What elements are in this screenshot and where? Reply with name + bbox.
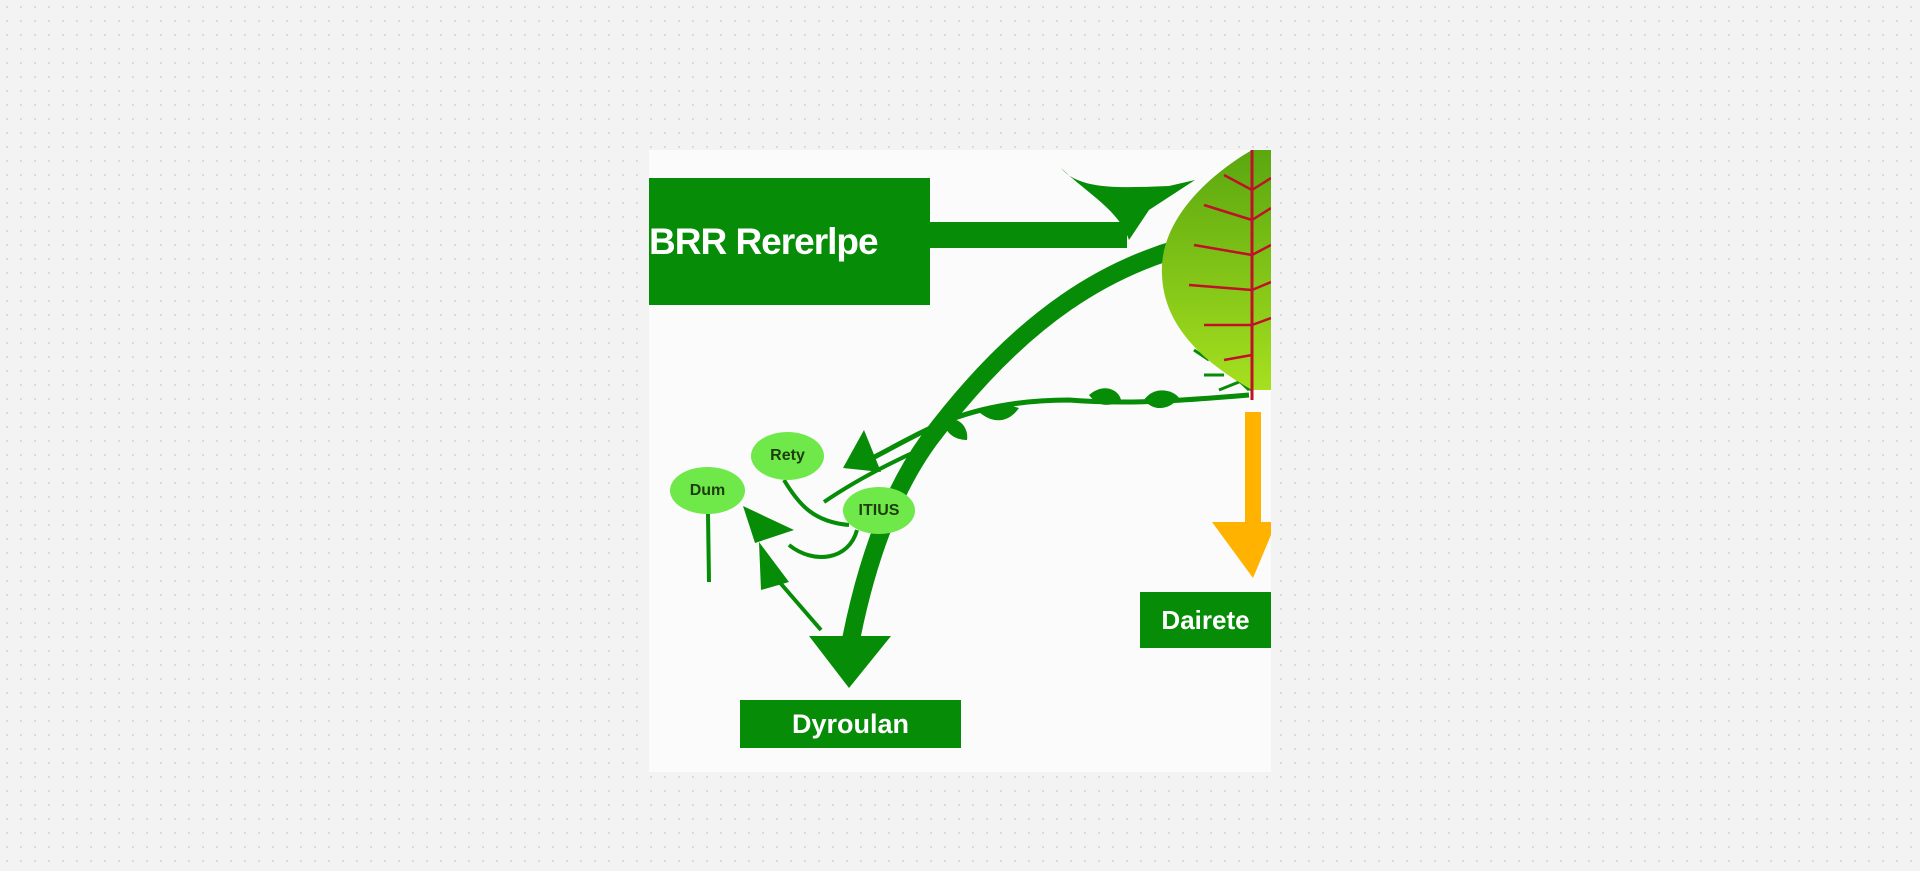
vine-leaf: [1144, 390, 1179, 409]
title-connector-arrow: [930, 222, 1127, 248]
right-box: Dairete: [1140, 592, 1271, 648]
node-stem-dum: [706, 513, 711, 583]
vine-leaf: [944, 418, 968, 440]
node-link-itius: [787, 529, 859, 559]
vine-leaf: [843, 430, 881, 472]
bottom-box: Dyroulan: [740, 700, 961, 748]
node-itius: ITIUS: [843, 487, 915, 534]
yellow-arrow-head: [1212, 522, 1271, 578]
title-box: BRR Rererlpe: [649, 178, 930, 305]
down-arrow-head: [809, 636, 891, 688]
leaf-shape: [1161, 150, 1271, 390]
yellow-arrow-shaft: [1245, 412, 1261, 525]
vine-leaf: [979, 404, 1019, 421]
vine-leaf: [1089, 388, 1121, 405]
diagram-graphics: [706, 150, 1271, 688]
node-dum: Dum: [670, 467, 745, 514]
node-rety: Rety: [751, 432, 824, 480]
node-link-rety: [782, 478, 850, 527]
leaf-vein-branches: [1188, 173, 1271, 362]
diagonal-arrow-head: [759, 542, 789, 590]
vine-to-node-arrow: [822, 448, 920, 504]
small-arrow-head: [743, 506, 794, 543]
swoosh-arrow-head: [1061, 168, 1195, 240]
diagram-canvas: BRR Rererlpe Dyroulan Dairete Dum Rety I…: [649, 150, 1271, 772]
